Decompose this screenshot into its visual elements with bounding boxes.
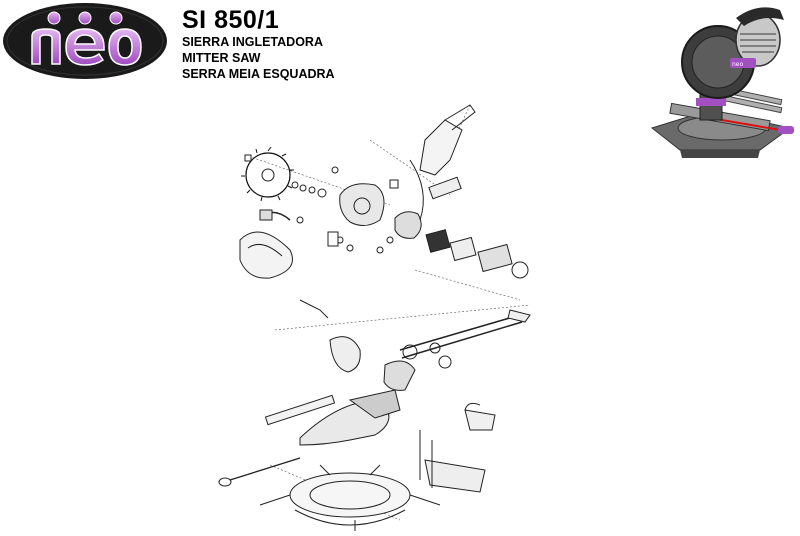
subtitle-pt: SERRA MEIA ESQUADRA [182, 67, 335, 81]
miter-saw-photo-icon: neo [650, 7, 794, 158]
svg-text:neo: neo [732, 61, 743, 68]
neo-logo-icon [3, 3, 167, 79]
product-photo: neo [640, 0, 800, 180]
title-block: SI 850/1 SIERRA INGLETADORA MITTER SAW S… [182, 6, 335, 82]
exploded-diagram-drawing [218, 104, 531, 531]
brand-logo: neo [2, 2, 168, 80]
model-number: SI 850/1 [182, 6, 280, 34]
subtitle-en: MITTER SAW [182, 51, 261, 65]
exploded-parts-diagram [200, 100, 560, 531]
subtitle-es: SIERRA INGLETADORA [182, 35, 323, 49]
